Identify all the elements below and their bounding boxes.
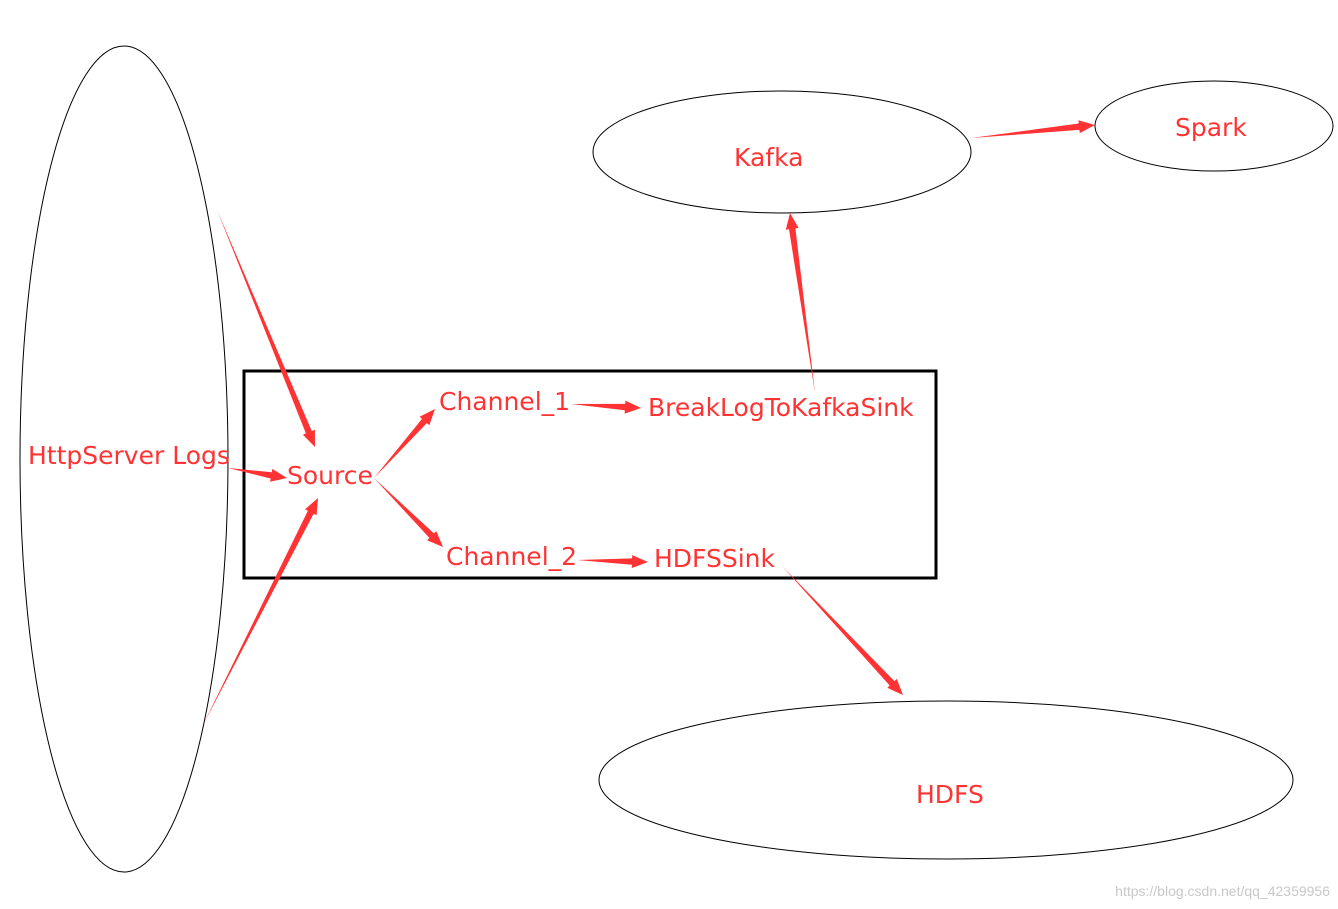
source-label: Source xyxy=(287,461,373,490)
arrow-logs-to-source xyxy=(228,468,287,482)
arrow-channel-2-to-sink xyxy=(577,555,648,568)
watermark-text: https://blog.csdn.net/qq_42359956 xyxy=(1115,883,1330,899)
edge-arrows xyxy=(203,120,1095,725)
arrow-source-to-channel-2 xyxy=(374,478,443,547)
channel-1-label: Channel_1 xyxy=(439,387,570,416)
arrow-source-to-channel-1 xyxy=(374,409,435,478)
arrow-kafka-to-spark xyxy=(971,120,1095,138)
break-log-sink-label: BreakLogToKafkaSink xyxy=(648,393,914,422)
hdfs-label: HDFS xyxy=(916,780,984,809)
kafka-label: Kafka xyxy=(734,143,803,172)
arrow-sink-to-kafka xyxy=(785,213,815,393)
spark-label: Spark xyxy=(1175,113,1247,142)
hdfs-ellipse xyxy=(598,700,1294,860)
channel-2-label: Channel_2 xyxy=(446,542,577,571)
arrow-channel-1-to-sink xyxy=(571,400,641,414)
arrow-hdfssink-to-hdfs xyxy=(782,566,903,695)
arrow-logs-to-source-bottom xyxy=(203,498,318,725)
httpserver-logs-ellipse xyxy=(19,45,229,873)
kafka-ellipse xyxy=(592,90,972,214)
hdfs-sink-label: HDFSSink xyxy=(654,544,776,573)
flume-agent-box xyxy=(242,369,938,580)
spark-ellipse xyxy=(1094,80,1334,172)
arrow-logs-to-source-top xyxy=(217,210,315,447)
httpserver-logs-label: HttpServer Logs xyxy=(28,441,230,470)
